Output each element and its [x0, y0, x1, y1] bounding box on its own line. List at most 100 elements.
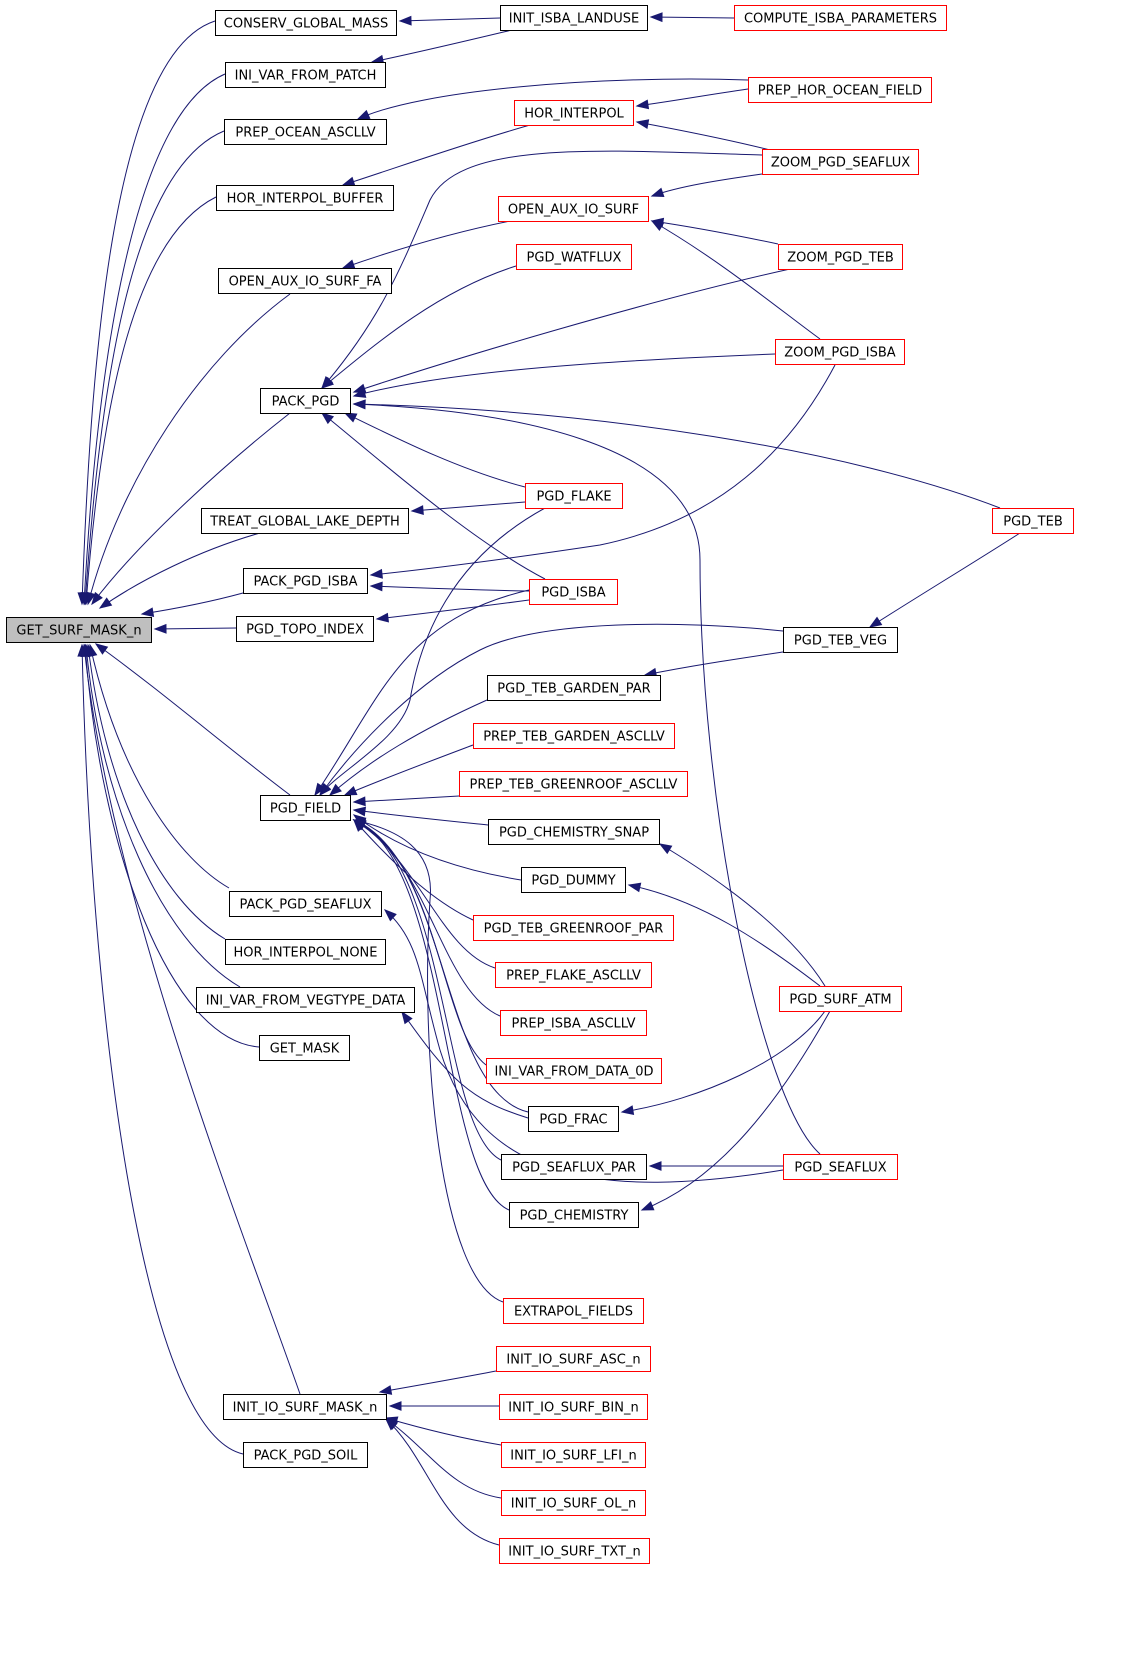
node-pgd_seaflux[interactable]: PGD_SEAFLUX	[783, 1154, 898, 1180]
node-compute_isba_parameters[interactable]: COMPUTE_ISBA_PARAMETERS	[734, 5, 947, 31]
node-box[interactable]	[215, 10, 397, 36]
node-hor_interpol[interactable]: HOR_INTERPOL	[514, 100, 634, 126]
node-prep_teb_garden_ascllv[interactable]: PREP_TEB_GARDEN_ASCLLV	[473, 723, 675, 749]
node-treat_global_lake_depth[interactable]: TREAT_GLOBAL_LAKE_DEPTH	[201, 508, 409, 534]
node-init_io_surf_asc_n[interactable]: INIT_IO_SURF_ASC_n	[496, 1346, 651, 1372]
node-box[interactable]	[525, 483, 623, 509]
node-pgd_chemistry[interactable]: PGD_CHEMISTRY	[509, 1202, 639, 1228]
node-ini_var_from_patch[interactable]: INI_VAR_FROM_PATCH	[225, 62, 386, 88]
node-box[interactable]	[488, 819, 660, 845]
node-box[interactable]	[223, 1394, 387, 1420]
node-box[interactable]	[473, 915, 674, 941]
node-init_io_surf_bin_n[interactable]: INIT_IO_SURF_BIN_n	[499, 1394, 648, 1420]
node-box[interactable]	[516, 244, 632, 270]
node-box[interactable]	[225, 939, 386, 965]
node-prep_teb_greenroof_ascllv[interactable]: PREP_TEB_GREENROOF_ASCLLV	[459, 771, 688, 797]
node-init_isba_landuse[interactable]: INIT_ISBA_LANDUSE	[500, 5, 648, 31]
node-pgd_surf_atm[interactable]: PGD_SURF_ATM	[779, 986, 902, 1012]
node-zoom_pgd_isba[interactable]: ZOOM_PGD_ISBA	[775, 339, 905, 365]
node-box[interactable]	[783, 1154, 898, 1180]
node-box[interactable]	[236, 616, 374, 642]
node-hor_interpol_none[interactable]: HOR_INTERPOL_NONE	[225, 939, 386, 965]
node-zoom_pgd_seaflux[interactable]: ZOOM_PGD_SEAFLUX	[762, 149, 919, 175]
node-box[interactable]	[499, 1394, 648, 1420]
node-box[interactable]	[501, 1490, 646, 1516]
node-box[interactable]	[762, 149, 919, 175]
node-box[interactable]	[243, 568, 368, 594]
node-box[interactable]	[500, 5, 648, 31]
node-box[interactable]	[514, 100, 634, 126]
node-box[interactable]	[503, 1298, 644, 1324]
node-box[interactable]	[224, 119, 387, 145]
node-box[interactable]	[243, 1442, 368, 1468]
node-box[interactable]	[775, 339, 905, 365]
node-box[interactable]	[783, 627, 898, 653]
node-box[interactable]	[225, 62, 386, 88]
node-pgd_topo_index[interactable]: PGD_TOPO_INDEX	[236, 616, 374, 642]
node-box[interactable]	[260, 388, 351, 414]
node-box[interactable]	[521, 867, 626, 893]
node-prep_flake_ascllv[interactable]: PREP_FLAKE_ASCLLV	[495, 962, 652, 988]
node-box[interactable]	[259, 1035, 350, 1061]
node-box[interactable]	[509, 1202, 639, 1228]
node-prep_ocean_ascllv[interactable]: PREP_OCEAN_ASCLLV	[224, 119, 387, 145]
node-box[interactable]	[495, 962, 652, 988]
node-pgd_flake[interactable]: PGD_FLAKE	[525, 483, 623, 509]
node-get_mask[interactable]: GET_MASK	[259, 1035, 350, 1061]
node-pack_pgd_soil[interactable]: PACK_PGD_SOIL	[243, 1442, 368, 1468]
node-box[interactable]	[500, 1010, 647, 1036]
node-box[interactable]	[778, 244, 903, 270]
node-init_io_surf_ol_n[interactable]: INIT_IO_SURF_OL_n	[501, 1490, 646, 1516]
node-box[interactable]	[229, 891, 382, 917]
node-box[interactable]	[734, 5, 947, 31]
node-box[interactable]	[6, 617, 152, 643]
node-pgd_chemistry_snap[interactable]: PGD_CHEMISTRY_SNAP	[488, 819, 660, 845]
node-box[interactable]	[473, 723, 675, 749]
node-prep_hor_ocean_field[interactable]: PREP_HOR_OCEAN_FIELD	[748, 77, 932, 103]
node-box[interactable]	[779, 986, 902, 1012]
node-box[interactable]	[529, 579, 618, 605]
node-pgd_seaflux_par[interactable]: PGD_SEAFLUX_PAR	[501, 1154, 647, 1180]
node-init_io_surf_lfi_n[interactable]: INIT_IO_SURF_LFI_n	[501, 1442, 646, 1468]
node-pgd_isba[interactable]: PGD_ISBA	[529, 579, 618, 605]
node-prep_isba_ascllv[interactable]: PREP_ISBA_ASCLLV	[500, 1010, 647, 1036]
node-box[interactable]	[218, 268, 392, 294]
node-pgd_watflux[interactable]: PGD_WATFLUX	[516, 244, 632, 270]
node-box[interactable]	[501, 1154, 647, 1180]
node-pgd_teb[interactable]: PGD_TEB	[992, 508, 1074, 534]
node-box[interactable]	[499, 1538, 650, 1564]
node-ini_var_from_data_0d[interactable]: INI_VAR_FROM_DATA_0D	[486, 1058, 662, 1084]
node-box[interactable]	[486, 1058, 662, 1084]
node-pgd_field[interactable]: PGD_FIELD	[260, 795, 351, 821]
node-pack_pgd_seaflux[interactable]: PACK_PGD_SEAFLUX	[229, 891, 382, 917]
node-box[interactable]	[196, 987, 415, 1013]
node-get_surf_mask_n[interactable]: GET_SURF_MASK_n	[6, 617, 152, 643]
node-init_io_surf_mask_n[interactable]: INIT_IO_SURF_MASK_n	[223, 1394, 387, 1420]
node-box[interactable]	[487, 675, 661, 701]
node-hor_interpol_buffer[interactable]: HOR_INTERPOL_BUFFER	[216, 185, 394, 211]
node-box[interactable]	[201, 508, 409, 534]
node-pgd_teb_garden_par[interactable]: PGD_TEB_GARDEN_PAR	[487, 675, 661, 701]
node-pgd_teb_veg[interactable]: PGD_TEB_VEG	[783, 627, 898, 653]
node-extrapol_fields[interactable]: EXTRAPOL_FIELDS	[503, 1298, 644, 1324]
node-conserv_global_mass[interactable]: CONSERV_GLOBAL_MASS	[215, 10, 397, 36]
node-pgd_frac[interactable]: PGD_FRAC	[528, 1106, 619, 1132]
node-box[interactable]	[216, 185, 394, 211]
node-box[interactable]	[748, 77, 932, 103]
node-pgd_teb_greenroof_par[interactable]: PGD_TEB_GREENROOF_PAR	[473, 915, 674, 941]
node-box[interactable]	[496, 1346, 651, 1372]
node-box[interactable]	[498, 196, 649, 222]
node-open_aux_io_surf[interactable]: OPEN_AUX_IO_SURF	[498, 196, 649, 222]
node-pgd_dummy[interactable]: PGD_DUMMY	[521, 867, 626, 893]
node-pack_pgd_isba[interactable]: PACK_PGD_ISBA	[243, 568, 368, 594]
node-ini_var_from_vegtype_data[interactable]: INI_VAR_FROM_VEGTYPE_DATA	[196, 987, 415, 1013]
node-pack_pgd[interactable]: PACK_PGD	[260, 388, 351, 414]
node-open_aux_io_surf_fa[interactable]: OPEN_AUX_IO_SURF_FA	[218, 268, 392, 294]
node-box[interactable]	[501, 1442, 646, 1468]
node-zoom_pgd_teb[interactable]: ZOOM_PGD_TEB	[778, 244, 903, 270]
node-box[interactable]	[459, 771, 688, 797]
node-box[interactable]	[260, 795, 351, 821]
node-box[interactable]	[528, 1106, 619, 1132]
node-init_io_surf_txt_n[interactable]: INIT_IO_SURF_TXT_n	[499, 1538, 650, 1564]
node-box[interactable]	[992, 508, 1074, 534]
